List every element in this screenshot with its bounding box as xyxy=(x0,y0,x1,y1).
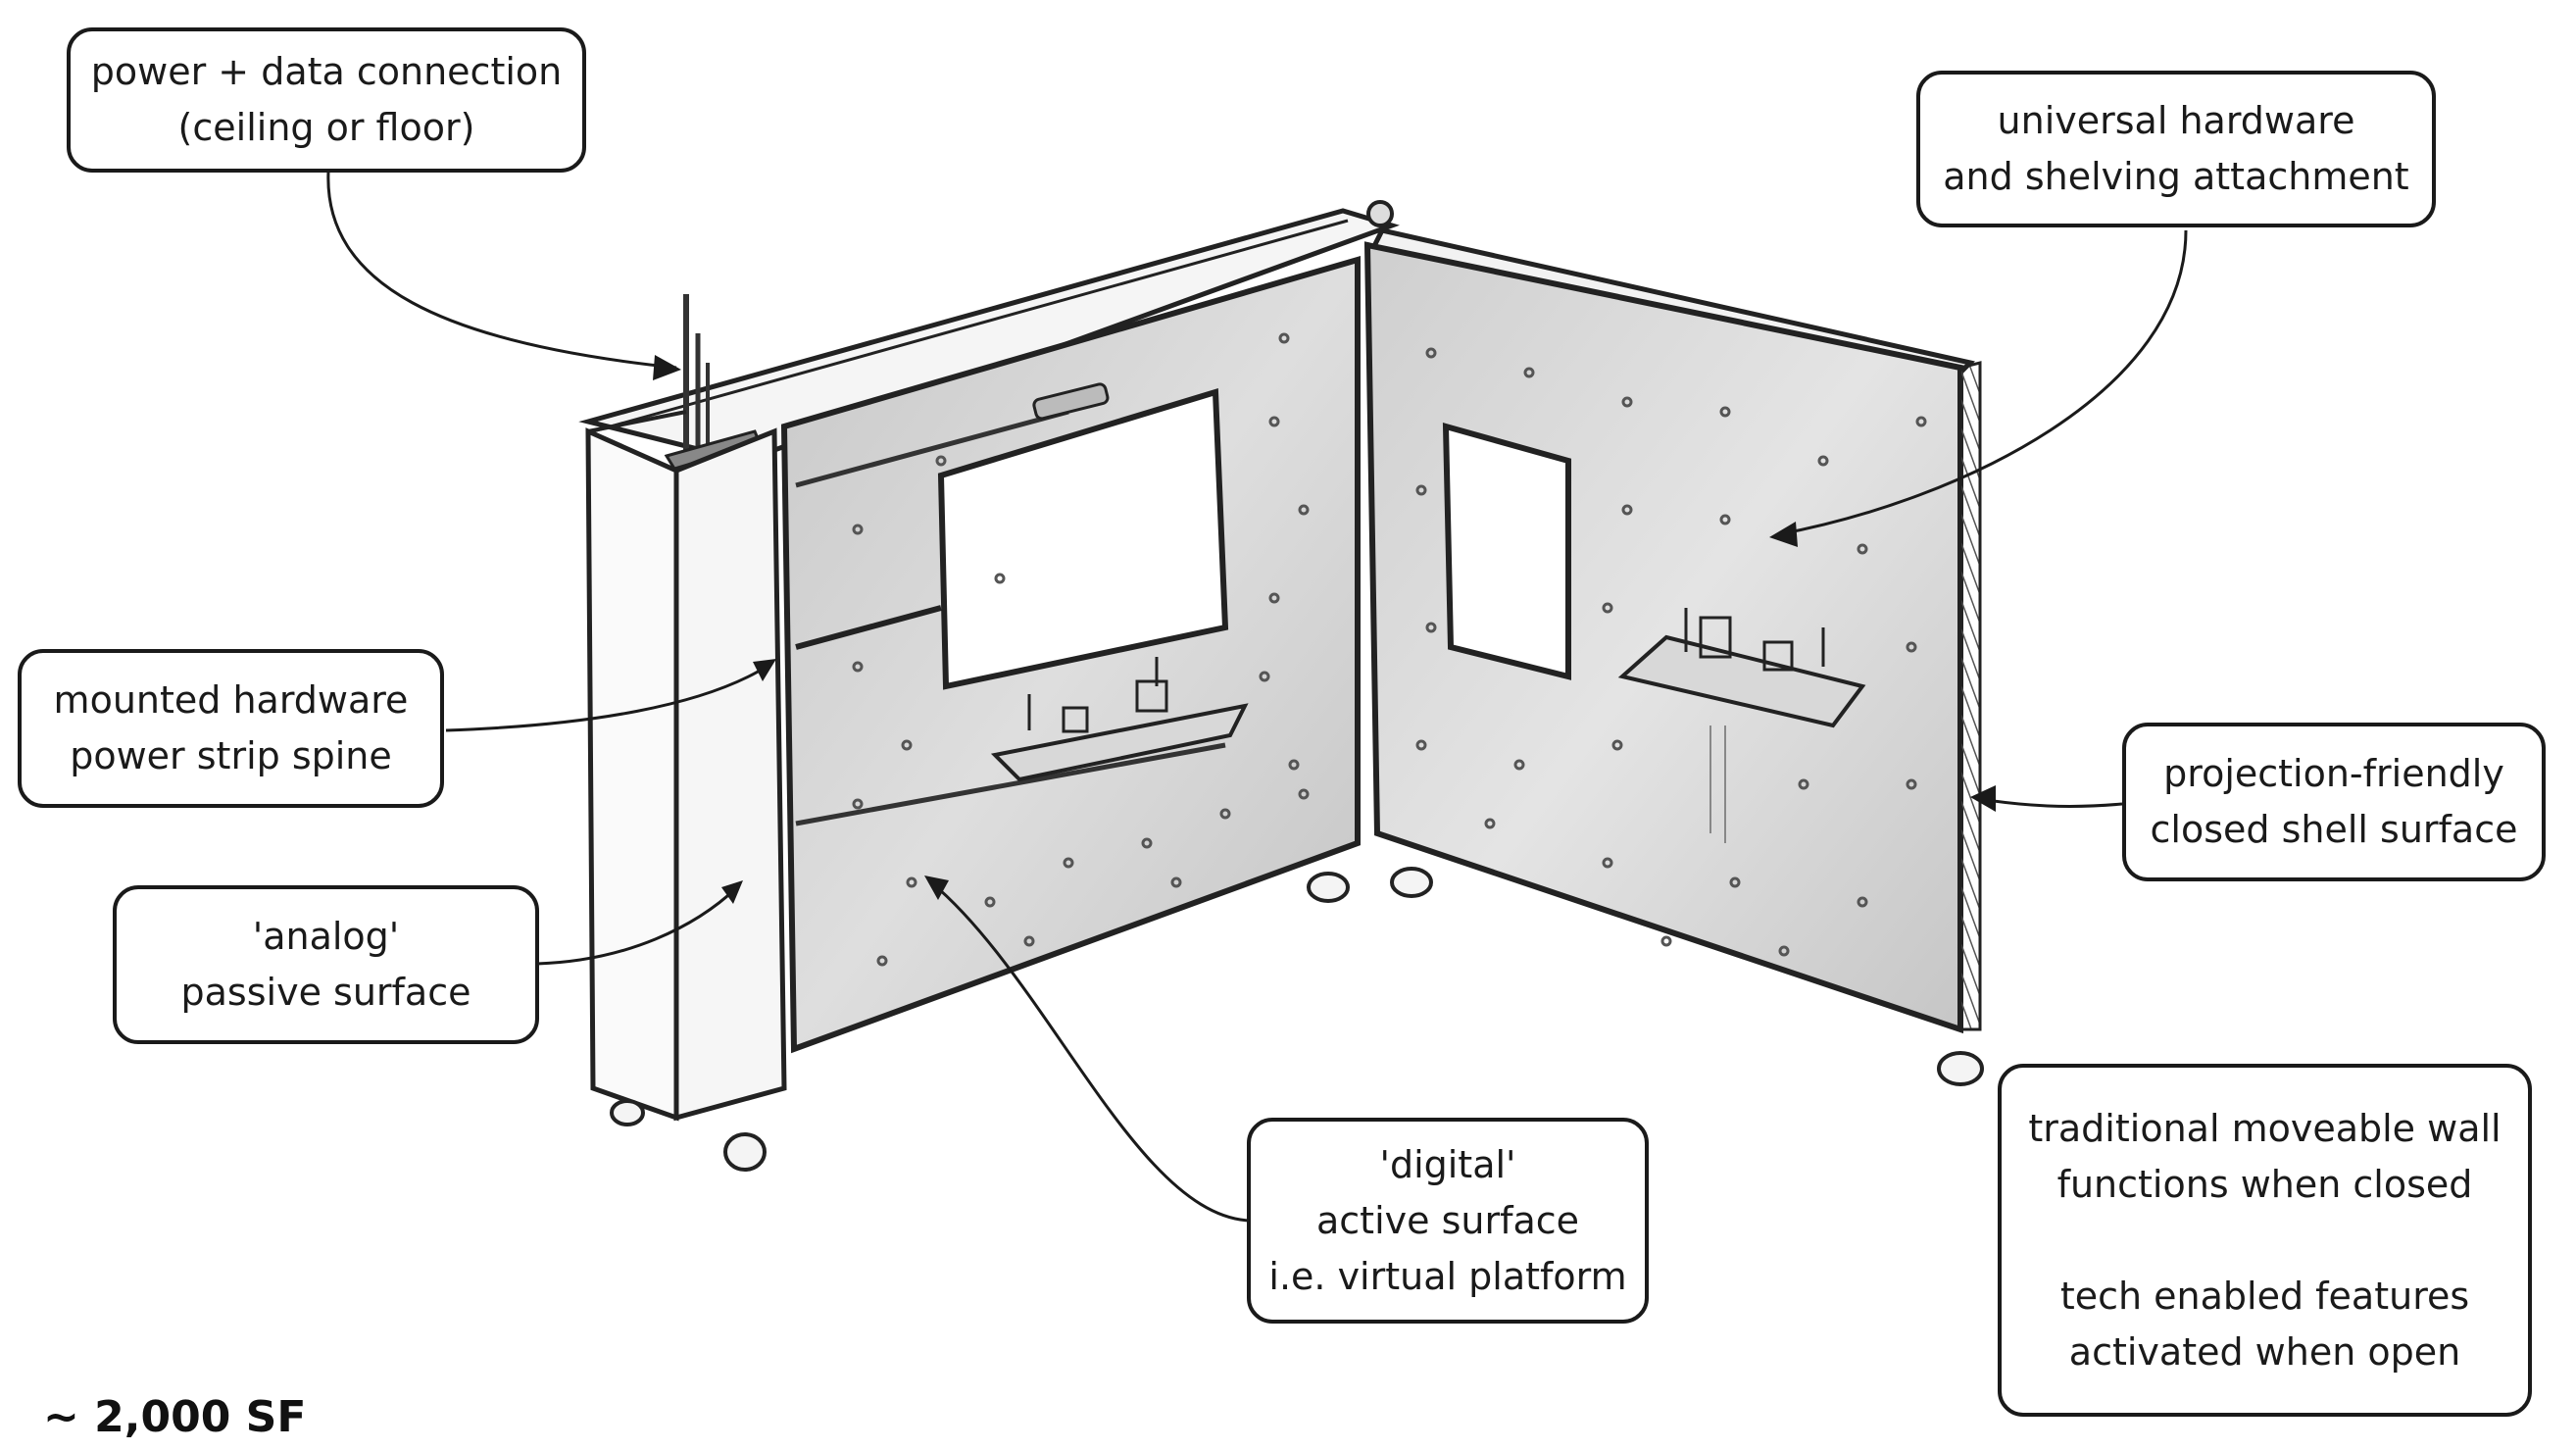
hardware-leader xyxy=(1778,229,2188,536)
callout-mounted-hardware: mounted hardware power strip spine xyxy=(18,649,444,808)
callout-line: i.e. virtual platform xyxy=(1268,1254,1627,1298)
callout-line: closed shell surface xyxy=(2150,808,2518,851)
digital-screen xyxy=(937,388,1229,690)
analog-leader xyxy=(536,885,739,966)
callout-line: activated when open xyxy=(2068,1329,2461,1374)
callout-line: passive surface xyxy=(180,971,471,1014)
callout-line: universal hardware xyxy=(1997,99,2355,142)
left-panel xyxy=(780,256,1361,1054)
callout-analog-surface: 'analog' passive surface xyxy=(113,885,539,1044)
right-panel xyxy=(1363,241,1982,1034)
leader-lines xyxy=(326,171,2188,1223)
callout-line: mounted hardware xyxy=(53,678,409,722)
left-shelf xyxy=(990,703,1249,782)
callout-line: functions when closed xyxy=(2056,1162,2473,1206)
callout-moveable-wall: traditional moveable wall functions when… xyxy=(1998,1064,2532,1417)
spine-leader xyxy=(445,663,770,732)
callout-universal-hardware: universal hardware and shelving attachme… xyxy=(1916,71,2436,227)
right-window xyxy=(1442,423,1571,680)
callout-projection-surface: projection-friendly closed shell surface xyxy=(2122,723,2546,881)
spine-column xyxy=(585,410,787,1122)
callout-line: (ceiling or floor) xyxy=(177,106,475,149)
projection-leader xyxy=(1979,797,2123,808)
callout-line: traditional moveable wall xyxy=(2028,1106,2502,1150)
callout-line: 'digital' xyxy=(1379,1142,1516,1186)
power-leader xyxy=(326,171,677,370)
right-shelf xyxy=(1617,634,1866,728)
area-label: ~ 2,000 SF xyxy=(43,1392,307,1442)
callout-line: tech enabled features xyxy=(2059,1274,2470,1318)
callout-line: power strip spine xyxy=(70,734,392,777)
callout-digital-surface: 'digital' active surface i.e. virtual pl… xyxy=(1247,1118,1649,1324)
digital-leader xyxy=(930,880,1251,1223)
callout-power-data: power + data connection (ceiling or floo… xyxy=(67,27,586,173)
callout-line: active surface xyxy=(1315,1198,1580,1242)
callout-line: projection-friendly xyxy=(2163,752,2504,795)
callout-line: and shelving attachment xyxy=(1943,155,2409,198)
callout-line: power + data connection xyxy=(90,50,563,93)
casters xyxy=(610,867,1984,1172)
callout-line: 'analog' xyxy=(252,915,400,958)
